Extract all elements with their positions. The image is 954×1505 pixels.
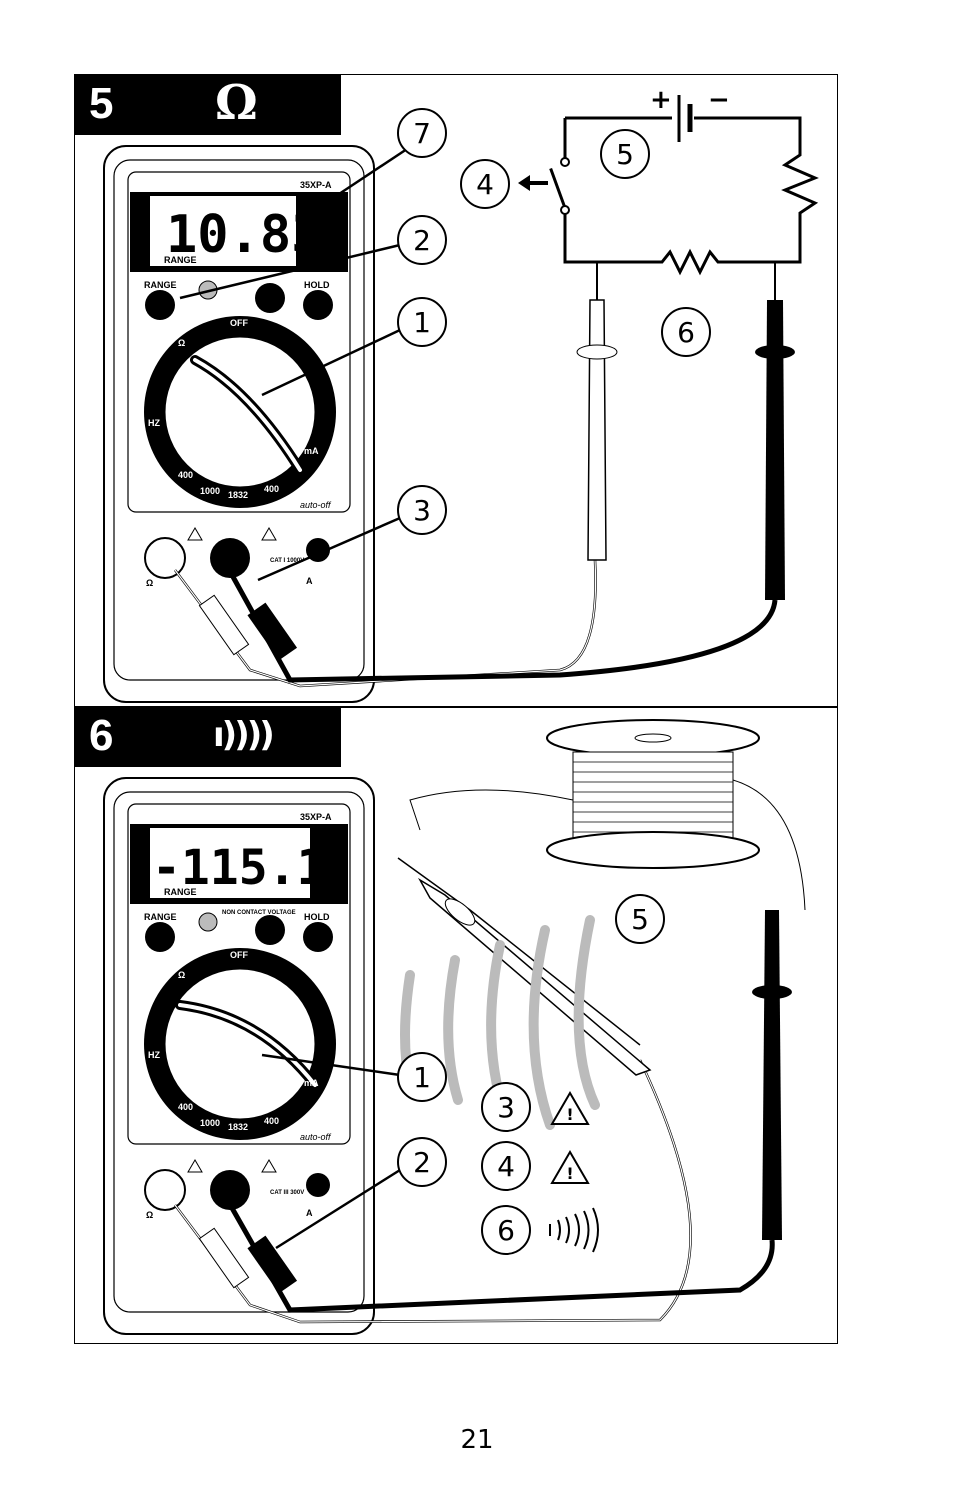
com-jack[interactable]: [210, 538, 250, 578]
test-circuit: + −: [518, 85, 819, 600]
step-5-header: 5 Ω: [75, 75, 341, 135]
page-number: 21: [460, 1425, 494, 1455]
figure-frame: [74, 74, 838, 1344]
battery-minus: −: [708, 85, 730, 115]
legend-number-4: 4: [497, 1150, 515, 1183]
continuity-symbol-icon: ı)))): [213, 715, 275, 755]
range-indicator: RANGE: [164, 887, 197, 897]
dial-1832-label: 1832: [228, 1122, 248, 1132]
continuity-beep-icon: [549, 1207, 599, 1253]
legend-number-6: 6: [497, 1214, 515, 1247]
wire-spool: [397, 719, 806, 1240]
callout-5: 5: [616, 138, 634, 171]
black-probe[interactable]: [762, 910, 782, 1240]
range-button[interactable]: [145, 290, 175, 320]
meter-model-label: 35XP-A: [300, 180, 332, 190]
step-5-number: 5: [89, 79, 114, 128]
dial-hz-label: HZ: [148, 1050, 160, 1060]
dial-hz-label: HZ: [148, 418, 160, 428]
cat-rating-label: CAT III 300V: [270, 1190, 304, 1196]
function-button[interactable]: [255, 915, 285, 945]
callout-7: 7: [413, 117, 431, 150]
dial-400f-label: 400: [264, 484, 279, 494]
panel-divider: [74, 706, 838, 708]
range-indicator: RANGE: [164, 255, 197, 265]
ohm-symbol-icon: Ω: [215, 75, 258, 131]
lcd-reading: -115.1: [152, 840, 325, 896]
dial-ma-label: mA: [304, 446, 319, 456]
warning-triangle-icon: [550, 1091, 590, 1125]
dial-ohm-label: Ω: [178, 338, 185, 348]
ncv-label: NON CONTACT VOLTAGE: [222, 910, 296, 916]
range-button[interactable]: [145, 922, 175, 952]
callout-5: 5: [631, 903, 649, 936]
warning-triangle-icon: [550, 1150, 590, 1184]
dial-off-label: OFF: [230, 318, 248, 328]
dial-1000-label: 1000: [200, 486, 220, 496]
ohm-jack-label: Ω: [146, 1210, 153, 1220]
svg-text:!: !: [566, 1105, 573, 1124]
hold-button-label: HOLD: [304, 280, 330, 290]
com-jack[interactable]: [210, 1170, 250, 1210]
svg-text:!: !: [566, 1164, 573, 1183]
callout-3: 3: [413, 494, 431, 527]
step-6-number: 6: [89, 711, 114, 760]
range-button-label: RANGE: [144, 912, 177, 922]
multimeter-panel-5: 35XP-A 10.83 RANGE kΩ RANGE HOLD OFF Ω H…: [103, 145, 778, 703]
red-probe[interactable]: [587, 299, 607, 561]
callout-1: 1: [413, 306, 431, 339]
auto-off-label: auto-off: [300, 1132, 332, 1142]
amp-jack-label: A: [306, 1208, 313, 1218]
legend-number-3: 3: [497, 1091, 515, 1124]
black-probe[interactable]: [765, 300, 785, 600]
callout-4: 4: [476, 168, 494, 201]
amp-jack-label: A: [306, 576, 313, 586]
callout-2: 2: [413, 1146, 431, 1179]
callouts-panel-6: 1 2 5 3 ! 4 ! 6: [261, 894, 665, 1255]
auto-off-label: auto-off: [300, 500, 332, 510]
meter-model-label: 35XP-A: [300, 812, 332, 822]
dial-400c-label: 400: [178, 470, 193, 480]
hold-button[interactable]: [303, 922, 333, 952]
unit-label: kΩ: [296, 249, 308, 259]
dial-1832-label: 1832: [228, 490, 248, 500]
rotary-dial[interactable]: [164, 336, 316, 488]
amp-jack[interactable]: [306, 1173, 330, 1197]
dial-1000-label: 1000: [200, 1118, 220, 1128]
arrow-open-switch-icon: [518, 175, 530, 191]
step-6-header: 6 ı)))): [75, 707, 341, 767]
rotary-dial[interactable]: [164, 968, 316, 1120]
function-button[interactable]: [255, 283, 285, 313]
callout-6: 6: [677, 316, 695, 349]
dial-400f-label: 400: [264, 1116, 279, 1126]
hold-button[interactable]: [303, 290, 333, 320]
callouts-panel-5: 7 2 1 3 4 5 6: [179, 108, 711, 582]
ohm-jack[interactable]: [144, 537, 186, 579]
battery-plus: +: [650, 85, 672, 115]
hold-button-label: HOLD: [304, 912, 330, 922]
ohm-jack-label: Ω: [146, 578, 153, 588]
lcd-reading: 10.83: [166, 205, 323, 265]
dial-off-label: OFF: [230, 950, 248, 960]
multimeter-panel-6: 35XP-A -115.1 RANGE RANGE NON CONTACT VO…: [103, 777, 775, 1335]
range-button-label: RANGE: [144, 280, 177, 290]
dial-ma-label: mA: [304, 1078, 319, 1088]
callout-1: 1: [413, 1061, 431, 1094]
dial-ohm-label: Ω: [178, 970, 185, 980]
dial-400c-label: 400: [178, 1102, 193, 1112]
ncv-indicator: [198, 912, 218, 932]
cat-rating-label: CAT I 1000V: [270, 558, 304, 564]
ohm-jack[interactable]: [144, 1169, 186, 1211]
callout-2: 2: [413, 224, 431, 257]
